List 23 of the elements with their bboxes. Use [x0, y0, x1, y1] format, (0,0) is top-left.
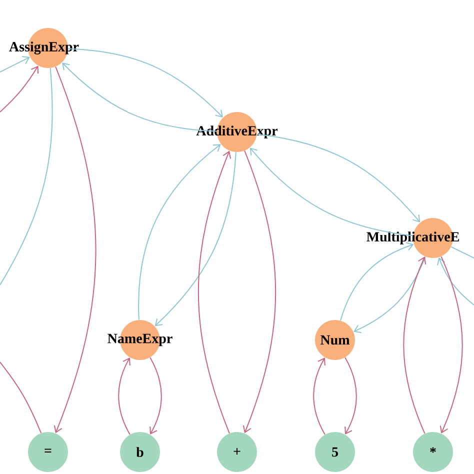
arrow: [403, 256, 426, 434]
connector-line: [0, 362, 42, 434]
arrow: [150, 357, 162, 435]
arrow: [256, 134, 420, 222]
arrow: [344, 357, 357, 435]
arrow: [353, 256, 426, 334]
arrow: [313, 358, 326, 436]
arrow: [62, 62, 218, 132]
arrow: [154, 152, 236, 326]
arrow: [68, 48, 223, 118]
arrow: [0, 56, 30, 72]
arrow: [242, 150, 276, 434]
connector-line: [0, 68, 53, 286]
arrow: [118, 358, 130, 436]
arrow: [250, 148, 414, 236]
arrow: [54, 66, 96, 434]
connector-line: [450, 246, 474, 258]
arrow: [138, 144, 221, 320]
arrow: [437, 257, 474, 306]
arrow: [0, 66, 39, 112]
arrow: [340, 242, 414, 322]
arrow: [440, 256, 463, 434]
arrow: [198, 150, 232, 434]
